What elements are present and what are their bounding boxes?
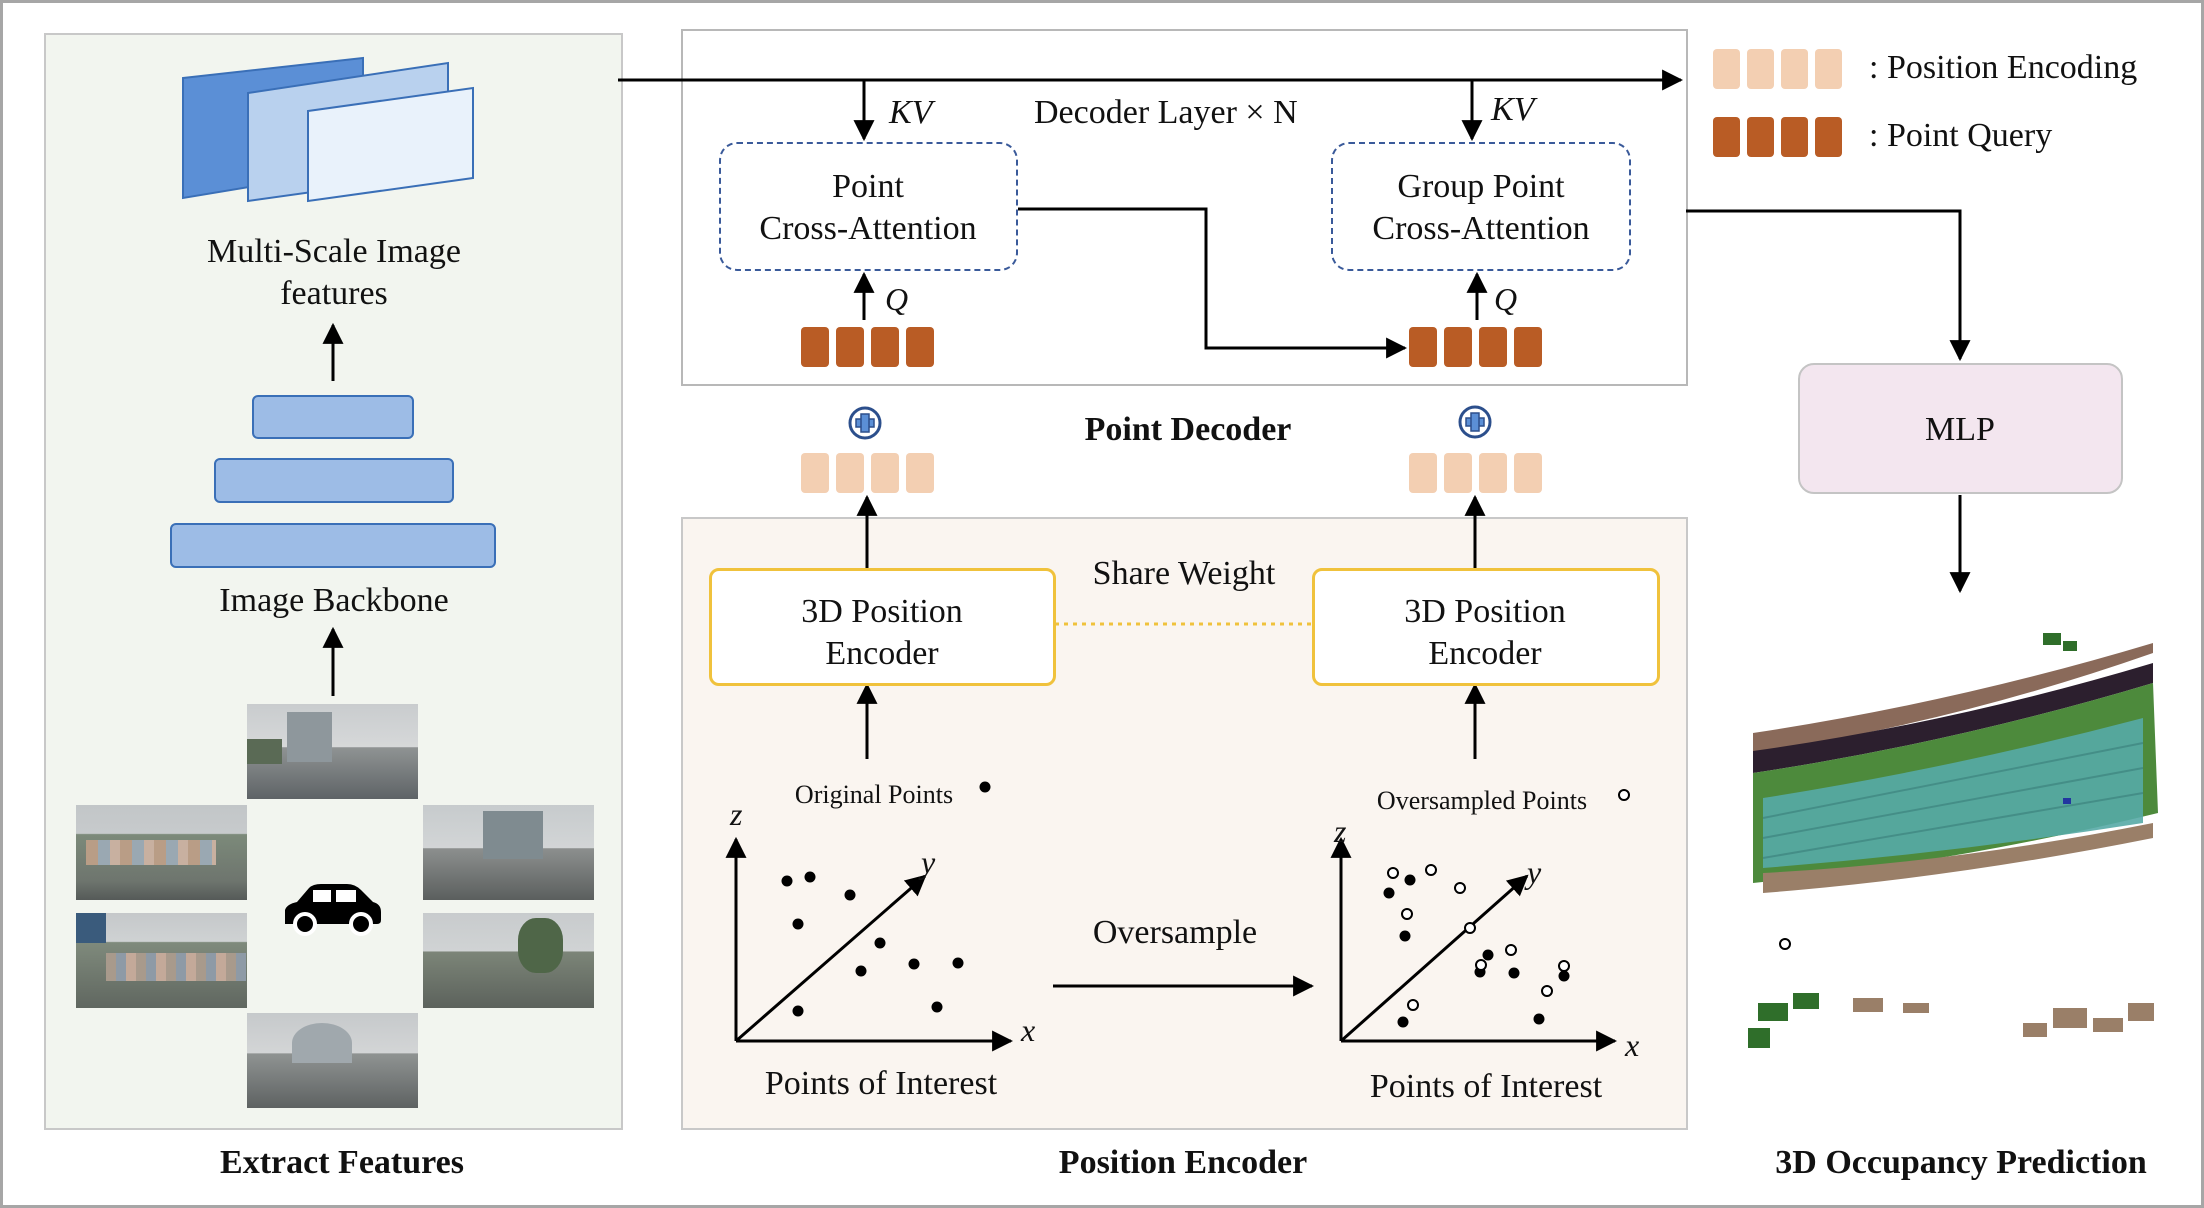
- pe-right-line1: 3D Position: [1404, 593, 1566, 630]
- backbone-layer-top: [252, 395, 414, 439]
- features-label-line2: features: [280, 275, 388, 312]
- group-point-cross-attention-block: [1331, 142, 1631, 271]
- kv-label-left: KV: [889, 94, 933, 131]
- occupancy-prediction-caption: 3D Occupancy Prediction: [1775, 1144, 2147, 1181]
- decoder-layer-label: Decoder Layer × N: [1034, 94, 1298, 131]
- pe-left-line2: Encoder: [825, 635, 939, 672]
- axis-z-left: z: [730, 796, 743, 832]
- pca-line2: Cross-Attention: [759, 210, 977, 247]
- features-label-line1: Multi-Scale Image: [207, 233, 461, 270]
- image-feature-maps: [182, 56, 474, 203]
- axis-x-left: x: [1021, 1012, 1036, 1048]
- pe-right-line2: Encoder: [1428, 635, 1542, 672]
- plus-icon: [848, 406, 882, 440]
- camera-view-front: [247, 704, 418, 799]
- mlp-label: MLP: [1925, 411, 1995, 448]
- position-encoder-block-right: [1312, 568, 1660, 686]
- position-encoder-caption: Position Encoder: [1058, 1144, 1308, 1181]
- gpca-line1: Group Point: [1397, 168, 1565, 205]
- q-label-left: Q: [885, 281, 909, 317]
- legend-position-encoding-label: : Position Encoding: [1869, 49, 2138, 86]
- legend-point-query-label: : Point Query: [1869, 117, 2053, 154]
- backbone-label: Image Backbone: [219, 582, 449, 619]
- share-weight-label: Share Weight: [1092, 555, 1276, 592]
- points-of-interest-right: Points of Interest: [1369, 1068, 1603, 1105]
- connectors: [322, 69, 1971, 1052]
- extract-features-caption: Extract Features: [220, 1144, 464, 1181]
- pe-left-line1: 3D Position: [801, 593, 963, 630]
- oversampled-points-hollow: [1387, 789, 1630, 1011]
- camera-view-back-left: [76, 913, 247, 1008]
- q-label-right: Q: [1494, 281, 1518, 317]
- oversample-label: Oversample: [1092, 914, 1258, 951]
- point-cross-attention-block: [719, 142, 1018, 271]
- camera-view-front-right: [423, 805, 594, 900]
- point-decoder-title: Point Decoder: [1084, 411, 1292, 448]
- camera-view-front-left: [76, 805, 247, 900]
- original-points-label: Original Points: [794, 780, 954, 809]
- axis-y-left: y: [921, 844, 936, 880]
- mlp-block: [1798, 363, 2123, 494]
- car-icon: [285, 884, 381, 936]
- plus-icon: [1458, 405, 1492, 439]
- axis-x-right: x: [1625, 1027, 1640, 1063]
- kv-label-right: KV: [1491, 91, 1535, 128]
- occupancy-point-cloud: [1748, 633, 2158, 1048]
- points-of-interest-left: Points of Interest: [764, 1065, 998, 1102]
- axis-y-right: y: [1527, 854, 1542, 890]
- original-points: [781, 781, 991, 1017]
- backbone-layer-bottom: [170, 523, 496, 568]
- camera-view-back: [247, 1013, 418, 1108]
- pca-line1: Point: [832, 168, 904, 205]
- position-encoder-block-left: [709, 568, 1056, 686]
- gpca-line2: Cross-Attention: [1372, 210, 1590, 247]
- oversampled-points-label: Oversampled Points: [1376, 786, 1588, 815]
- axis-z-right: z: [1334, 813, 1347, 849]
- backbone-layer-mid: [214, 458, 454, 503]
- camera-view-back-right: [423, 913, 594, 1008]
